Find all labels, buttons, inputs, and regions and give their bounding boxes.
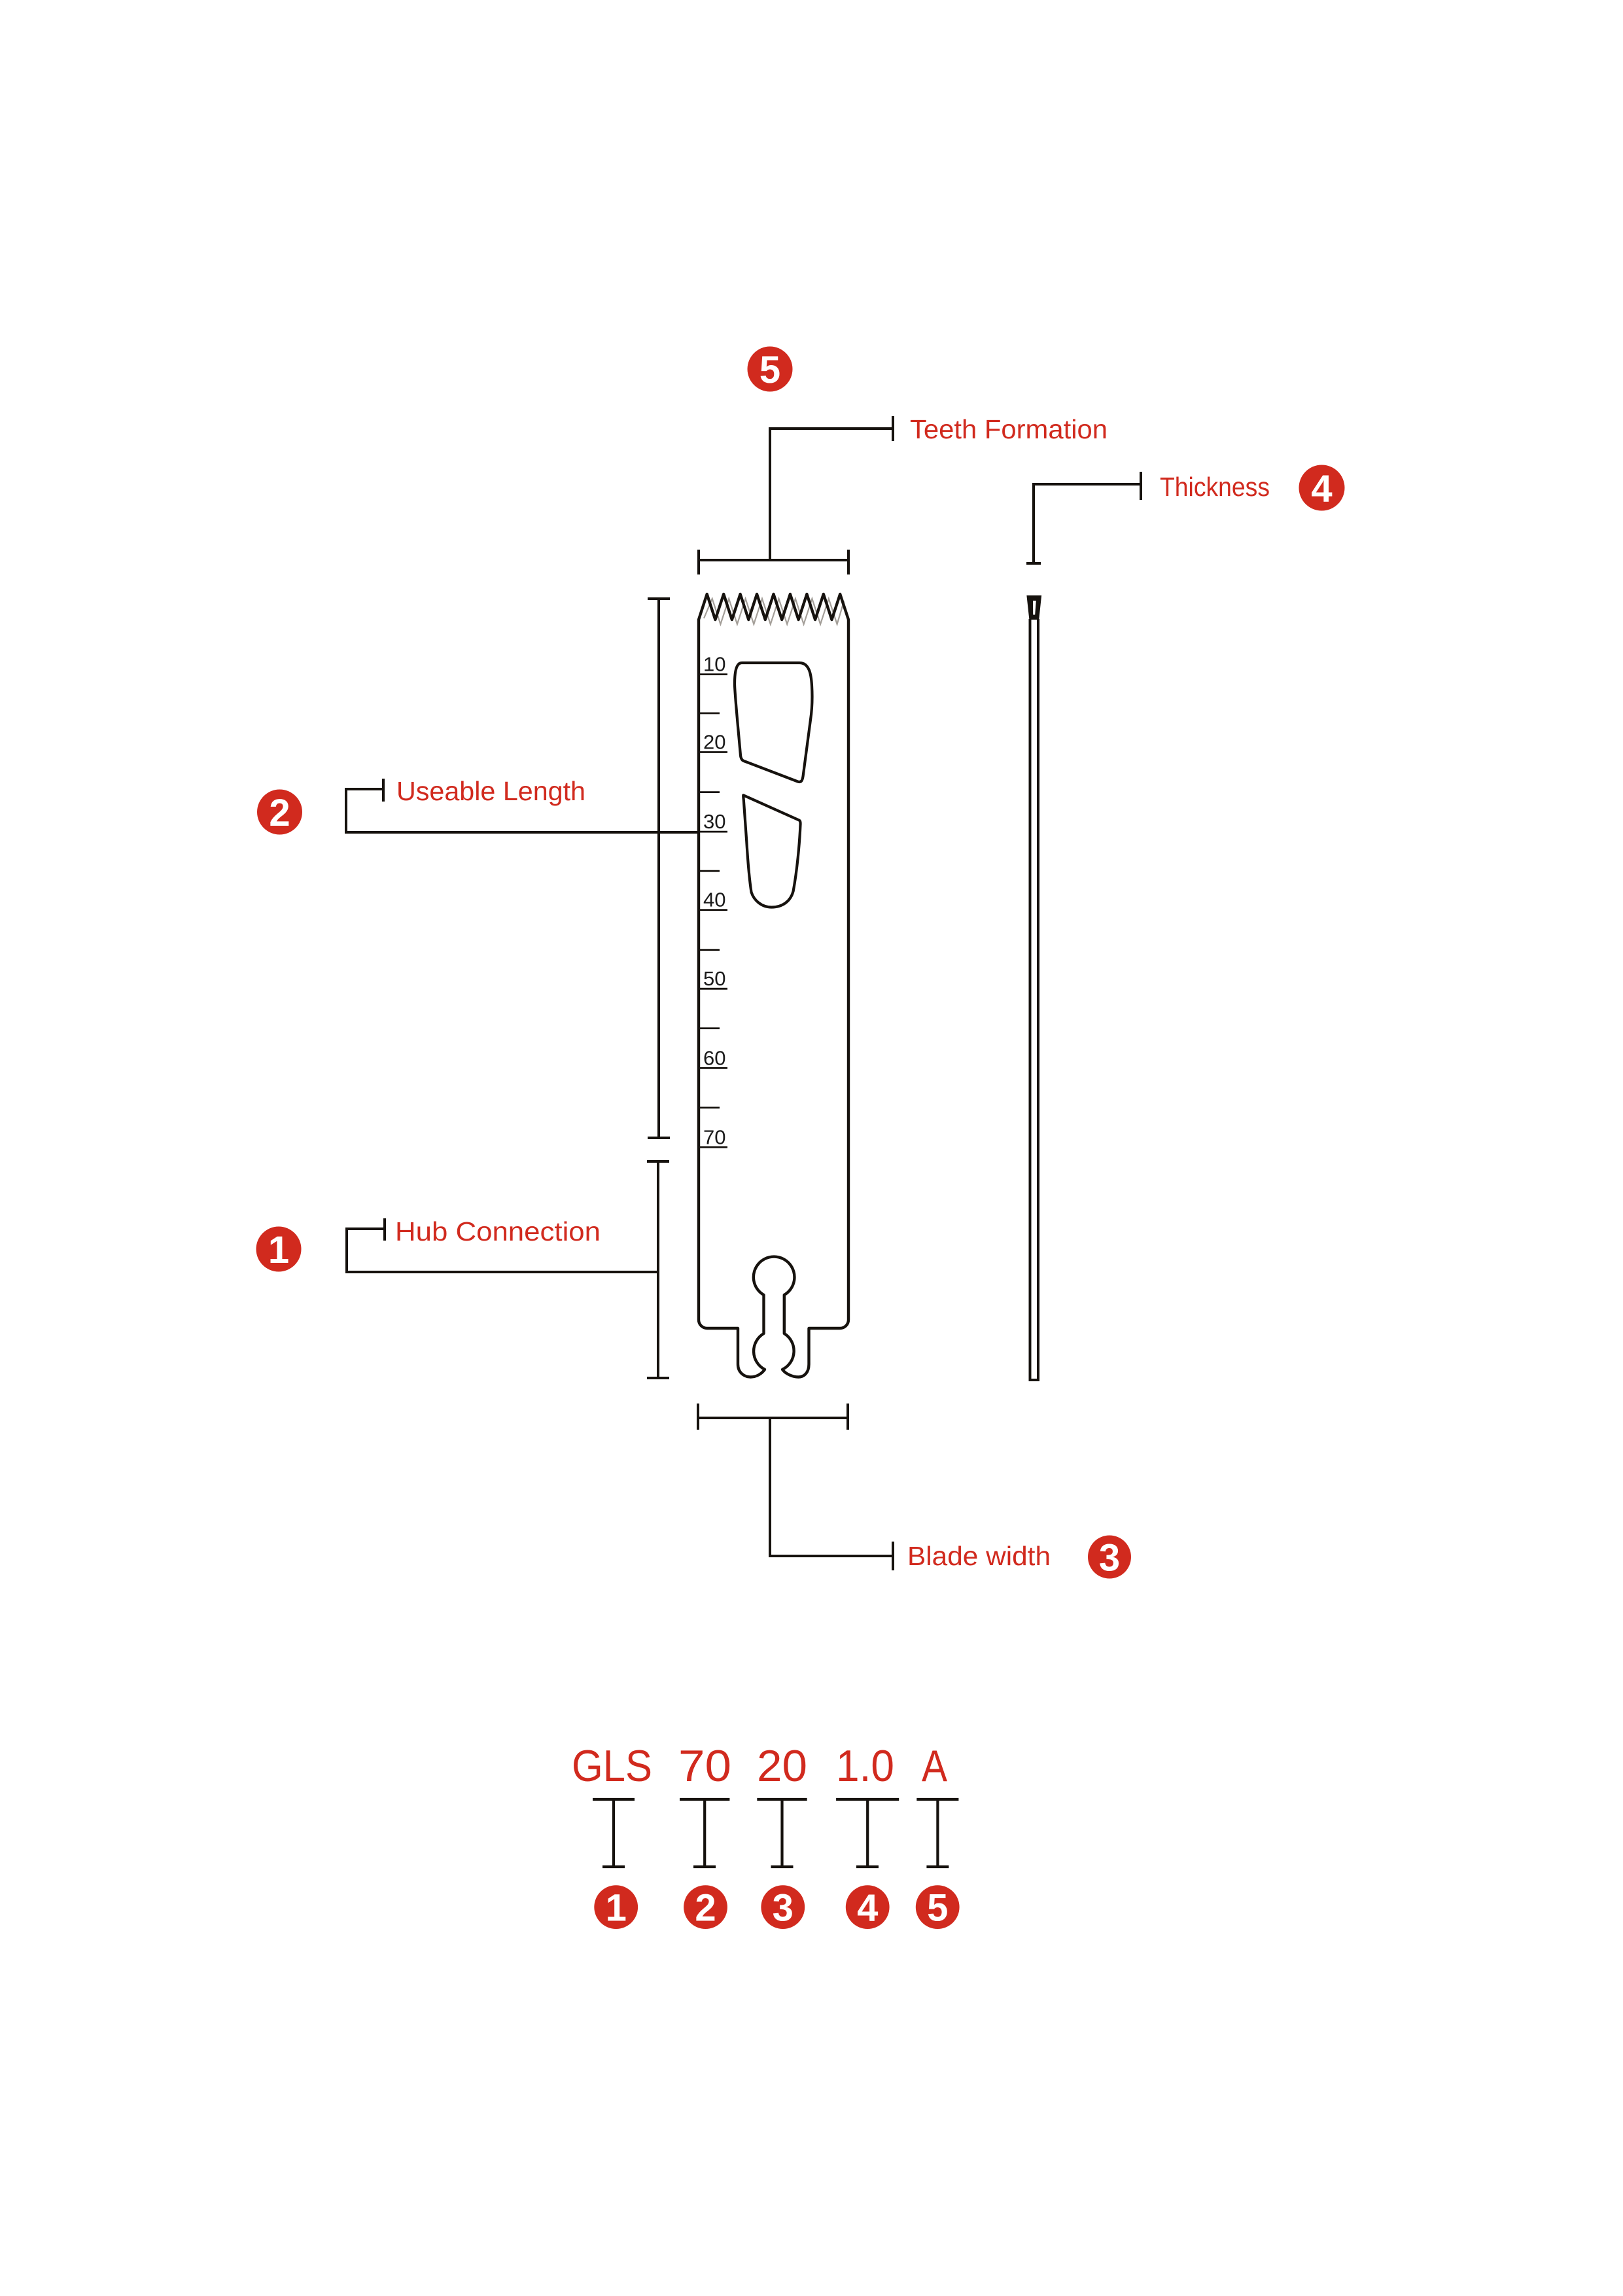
svg-text:30: 30 (703, 810, 725, 833)
svg-text:4: 4 (857, 1887, 878, 1930)
svg-text:Blade width: Blade width (907, 1541, 1051, 1571)
svg-text:60: 60 (703, 1046, 725, 1069)
svg-text:2: 2 (269, 792, 290, 834)
svg-text:A: A (922, 1741, 948, 1791)
svg-text:2: 2 (695, 1887, 716, 1930)
svg-text:Thickness: Thickness (1160, 472, 1270, 502)
svg-text:4: 4 (1311, 468, 1332, 510)
svg-text:70: 70 (703, 1125, 725, 1148)
svg-text:1: 1 (606, 1887, 627, 1930)
svg-text:5: 5 (759, 349, 780, 391)
svg-text:5: 5 (927, 1887, 948, 1930)
svg-text:50: 50 (703, 967, 725, 990)
svg-text:1.0: 1.0 (836, 1741, 894, 1791)
svg-text:Useable Length: Useable Length (396, 776, 585, 806)
svg-text:Teeth Formation: Teeth Formation (910, 414, 1108, 444)
svg-text:70: 70 (678, 1741, 731, 1791)
svg-text:3: 3 (773, 1887, 794, 1930)
svg-text:20: 20 (703, 731, 725, 754)
svg-text:1: 1 (268, 1229, 289, 1271)
svg-text:40: 40 (703, 889, 725, 911)
svg-text:3: 3 (1099, 1537, 1120, 1580)
svg-text:20: 20 (757, 1741, 807, 1791)
svg-text:Hub Connection: Hub Connection (395, 1216, 601, 1246)
svg-text:GLS: GLS (572, 1741, 652, 1791)
svg-text:10: 10 (703, 653, 725, 676)
